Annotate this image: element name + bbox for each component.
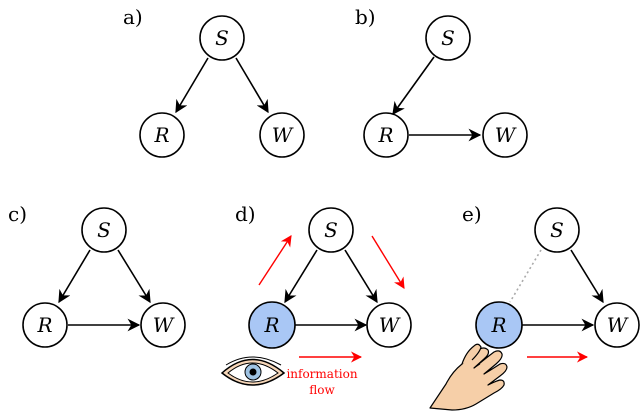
panel-d-label: d) [235, 202, 256, 226]
node-w-label: W [379, 313, 401, 337]
panel-a: a) S R W [123, 5, 305, 158]
hand-icon [429, 343, 508, 411]
information-flow-text-line1: information [286, 367, 357, 381]
edge-s-w [235, 57, 269, 114]
node-r-label: R [263, 313, 279, 337]
flow-arrow-down [371, 235, 405, 289]
flow-arrow-up [258, 235, 292, 286]
node-r-intervened [475, 301, 523, 349]
panel-b-label: b) [355, 5, 376, 29]
node-s-label: S [215, 26, 229, 50]
node-s [199, 15, 245, 61]
panel-e-label: e) [462, 202, 482, 226]
panel-b: b) S R W [355, 5, 528, 158]
node-r [139, 112, 185, 158]
panel-c-label: c) [8, 202, 27, 226]
node-w [594, 302, 640, 348]
node-r [363, 112, 409, 158]
node-s [81, 207, 127, 253]
node-r [22, 302, 68, 348]
panel-d: d) S R W information flow [220, 202, 412, 397]
node-r-label: R [153, 123, 169, 147]
node-w [482, 112, 528, 158]
edge-s-r-removed [509, 249, 542, 303]
edge-s-w [344, 249, 378, 304]
node-w-label: W [272, 123, 294, 147]
panel-a-label: a) [123, 5, 143, 29]
panel-c: c) S R W [8, 202, 186, 348]
node-s [308, 207, 354, 253]
node-w-label: W [607, 313, 629, 337]
eye-icon [220, 356, 286, 386]
node-r-label: R [377, 123, 393, 147]
edge-s-w [117, 249, 151, 304]
edge-s-r [58, 249, 91, 304]
node-s-label: S [97, 218, 111, 242]
edge-s-r [392, 56, 435, 116]
node-w-label: W [495, 123, 517, 147]
node-s [534, 207, 580, 253]
edge-s-r [175, 57, 209, 114]
information-flow-text-line2: flow [309, 383, 335, 397]
node-w [140, 302, 186, 348]
panel-e: e) S R W [429, 202, 640, 411]
node-r-label: R [490, 313, 506, 337]
node-w-label: W [153, 313, 175, 337]
node-w [259, 112, 305, 158]
node-r-label: R [36, 313, 52, 337]
edge-s-w [570, 249, 604, 304]
node-s-label: S [324, 218, 338, 242]
node-s-label: S [550, 218, 564, 242]
node-w [366, 302, 412, 348]
node-r-observed [248, 301, 296, 349]
node-s [425, 15, 471, 61]
edge-s-r [284, 249, 318, 304]
node-s-label: S [441, 26, 455, 50]
